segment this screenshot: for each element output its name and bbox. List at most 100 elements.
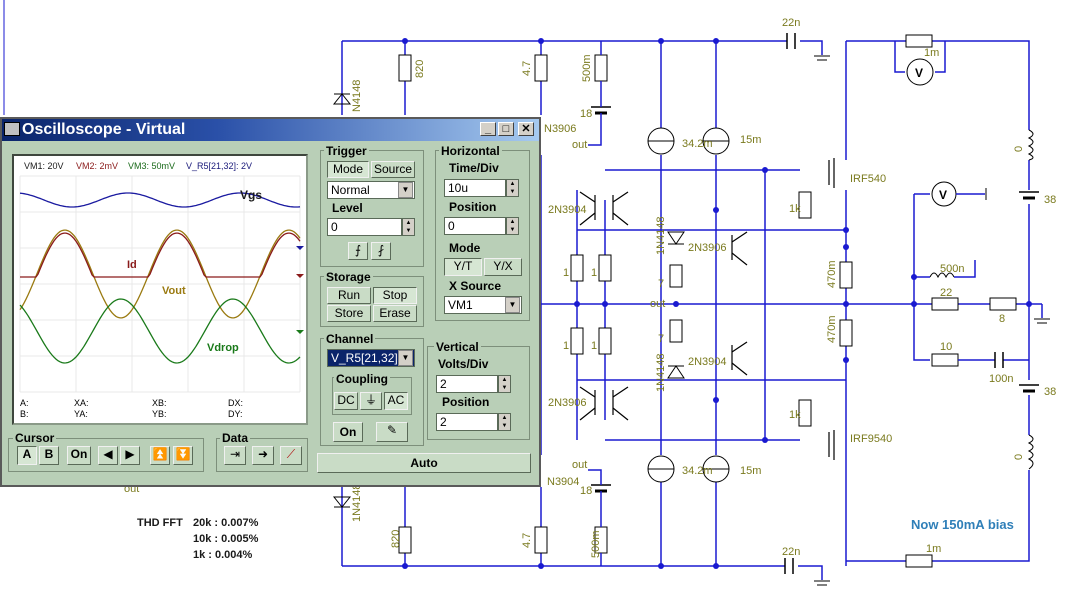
dc-coupling-button[interactable]: DC (334, 392, 358, 410)
waveform-plot: Vgs Id Vout Vdrop (19, 175, 304, 393)
timediv-input[interactable]: 10u (444, 179, 506, 197)
xa-readout: XA: (74, 398, 89, 408)
v-position-spinner[interactable]: ▲▼ (498, 413, 511, 431)
data-title: Data (220, 431, 251, 445)
scope-display[interactable]: VM1: 20V VM2: 2mV VM3: 50mV V_R5[21,32]:… (12, 154, 308, 425)
auto-button[interactable]: Auto (317, 453, 531, 473)
vr5-scale: V_R5[21,32]: 2V (186, 161, 253, 171)
r820-bottom-label: 820 (390, 530, 402, 548)
cursor-b-button[interactable]: B (39, 446, 59, 465)
export-data-icon[interactable]: ⇥ (224, 446, 246, 465)
id-trace-label: Id (127, 259, 137, 271)
probe-color-button[interactable]: ✎ (376, 422, 408, 442)
yx-mode-button[interactable]: Y/X (484, 258, 522, 276)
ground-coupling-button[interactable]: ⏚ (360, 392, 382, 410)
level-label: Level (332, 201, 363, 215)
horizontal-title: Horizontal (439, 144, 502, 158)
graph-icon[interactable]: ⟋ (280, 446, 302, 465)
vgs-trace-label: Vgs (240, 188, 262, 202)
erase-button[interactable]: Erase (373, 305, 417, 322)
app-icon (4, 122, 20, 136)
inductor-top-label: 0 (1013, 146, 1025, 152)
diode-top-label: N4148 (351, 80, 363, 112)
r1-a-label: 1 (563, 267, 569, 279)
cursor-on-button[interactable]: On (67, 446, 91, 465)
window-title: Oscilloscope - Virtual (22, 121, 186, 138)
xb-readout: XB: (152, 398, 167, 408)
current-source-2-label: 15m (740, 134, 761, 146)
trigger-mode-button[interactable]: Mode (327, 161, 369, 178)
level-input[interactable]: 0 (327, 218, 402, 236)
mosfet-irf9540-label: IRF9540 (850, 433, 892, 445)
timediv-spinner[interactable]: ▲▼ (506, 179, 519, 197)
voltsdiv-label: Volts/Div (438, 357, 489, 371)
ac-coupling-button[interactable]: AC (384, 392, 408, 410)
inductor-bottom-label: 0 (1013, 454, 1025, 460)
inductor-500n-label: 500n (940, 263, 964, 275)
voltsdiv-spinner[interactable]: ▲▼ (498, 375, 511, 393)
v-position-input[interactable]: 2 (436, 413, 498, 431)
thd-10k: 10k : 0.005% (193, 533, 259, 545)
chevron-down-icon[interactable]: ▼ (398, 350, 413, 366)
bias-note: Now 150mA bias (911, 517, 1014, 532)
transistor-bottom-left-label: N3904 (547, 476, 579, 488)
r10-label: 10 (940, 341, 952, 353)
r1m-bottom-label: 1m (926, 543, 941, 555)
cursor-right-icon[interactable]: ▶ (120, 446, 140, 465)
cursor-b-readout: B: (20, 409, 29, 419)
cursor-down-icon[interactable]: ⏬ (173, 446, 193, 465)
save-data-icon[interactable]: ➜ (252, 446, 274, 465)
h-position-input[interactable]: 0 (444, 217, 506, 235)
cursor-up-icon[interactable]: ⏫ (150, 446, 170, 465)
storage-title: Storage (324, 270, 373, 284)
timediv-label: Time/Div (449, 161, 499, 175)
title-bar[interactable]: Oscilloscope - Virtual _ □ ✕ (2, 119, 539, 141)
cap-bottom-label: 22n (782, 546, 800, 558)
diode-mid-bottom-label: 1N4148 (655, 353, 667, 392)
r22-label: 22 (940, 287, 952, 299)
vm1-scale: VM1: 20V (24, 161, 64, 171)
oscilloscope-window: Oscilloscope - Virtual _ □ ✕ VM1: 20V VM… (0, 117, 541, 487)
yb-readout: YB: (152, 409, 167, 419)
r1m-top-label: 1m (924, 47, 939, 59)
level-spinner[interactable]: ▲▼ (402, 218, 415, 236)
diode-mid-top-label: 1N4148 (655, 216, 667, 255)
channel-select[interactable]: V_R5[21,32] (327, 349, 415, 367)
ya-readout: YA: (74, 409, 88, 419)
r7-a-label: 7 (658, 278, 664, 290)
r1k-a-label: 1k (789, 203, 801, 215)
store-button[interactable]: Store (327, 305, 371, 322)
vdrop-trace-label: Vdrop (207, 342, 239, 354)
close-button[interactable]: ✕ (518, 122, 534, 136)
r1-d-label: 1 (591, 340, 597, 352)
rising-edge-button[interactable]: ⨍ (348, 242, 368, 260)
voltsdiv-input[interactable]: 2 (436, 375, 498, 393)
transistor-2n3906-b-label: 2N3906 (548, 397, 587, 409)
transistor-2n3906-a-label: 2N3906 (688, 242, 727, 254)
cursor-left-icon[interactable]: ◀ (98, 446, 118, 465)
r1k-b-label: 1k (789, 409, 801, 421)
maximize-button[interactable]: □ (498, 122, 514, 136)
falling-edge-button[interactable]: ⨏ (371, 242, 391, 260)
r8-label: 8 (999, 313, 1005, 325)
r470-b-label: 470m (826, 315, 838, 343)
battery38-top-label: 38 (1044, 194, 1056, 206)
channel-on-button[interactable]: On (333, 422, 363, 442)
chevron-down-icon[interactable]: ▼ (505, 297, 520, 313)
r47-bottom-label: 4.7 (521, 533, 533, 548)
xsource-select[interactable]: VM1 (444, 296, 522, 314)
minimize-button[interactable]: _ (480, 122, 496, 136)
r1-c-label: 1 (563, 340, 569, 352)
trigger-source-button[interactable]: Source (371, 161, 415, 178)
cursor-a-button[interactable]: A (17, 446, 37, 465)
cap-top-label: 22n (782, 17, 800, 29)
h-position-spinner[interactable]: ▲▼ (506, 217, 519, 235)
run-button[interactable]: Run (327, 287, 371, 304)
yt-mode-button[interactable]: Y/T (444, 258, 482, 276)
trigger-mode-select[interactable]: Normal (327, 181, 415, 199)
battery38-bottom-label: 38 (1044, 386, 1056, 398)
chevron-down-icon[interactable]: ▼ (398, 182, 413, 198)
r820-top-label: 820 (414, 60, 426, 78)
trigger-title: Trigger (324, 144, 369, 158)
stop-button[interactable]: Stop (373, 287, 417, 304)
